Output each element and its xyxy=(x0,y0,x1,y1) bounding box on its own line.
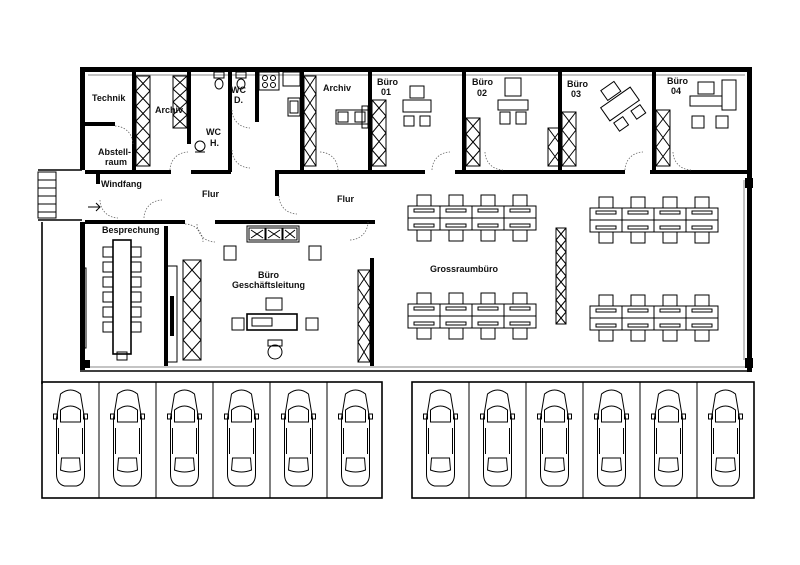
car-icon xyxy=(224,389,259,487)
car-icon xyxy=(338,389,373,487)
interior-walls xyxy=(82,72,753,368)
car-icon xyxy=(423,389,458,487)
room-label-flur-ost: Flur xyxy=(337,194,354,204)
room-label-technik: Technik xyxy=(92,93,126,103)
toilet-icon xyxy=(235,71,247,90)
room-label-buero-01: Büro xyxy=(377,77,398,87)
room-label-grossraumbuero: Grossraumbüro xyxy=(430,264,499,274)
room-label-buero-03-num: 03 xyxy=(571,89,581,99)
room-label-besprechung: Besprechung xyxy=(102,225,160,235)
office-furniture xyxy=(81,77,737,363)
car-icon xyxy=(537,389,572,487)
room-label-abstellraum-2: raum xyxy=(105,157,127,167)
open-office-desks xyxy=(407,194,719,342)
room-label-archiv-ost: Archiv xyxy=(323,83,351,93)
car-icon xyxy=(110,389,145,487)
room-label-wc-herren: WC xyxy=(206,127,221,137)
parked-cars xyxy=(53,389,743,487)
room-label-wc-herren-2: H. xyxy=(210,138,219,148)
car-icon xyxy=(594,389,629,487)
room-label-buero-04: Büro xyxy=(667,76,688,86)
room-label-buero-04-num: 04 xyxy=(671,86,681,96)
car-icon xyxy=(480,389,515,487)
stove-icon xyxy=(258,71,280,91)
room-label-geschaeftsleitung: Büro xyxy=(258,270,279,280)
room-label-wc-damen: WC xyxy=(231,85,246,95)
car-icon xyxy=(167,389,202,487)
room-label-buero-02-num: 02 xyxy=(477,88,487,98)
car-icon xyxy=(281,389,316,487)
entrance-arrow-icon xyxy=(88,202,101,212)
car-icon xyxy=(708,389,743,487)
parking-area xyxy=(41,222,755,499)
toilet-icon xyxy=(213,71,225,90)
room-label-buero-02: Büro xyxy=(472,77,493,87)
car-icon xyxy=(651,389,686,487)
room-label-abstellraum: Abstell- xyxy=(98,147,131,157)
room-label-flur-west: Flur xyxy=(202,189,219,199)
car-icon xyxy=(53,389,88,487)
room-label-archiv-west: Archiv xyxy=(155,105,183,115)
room-label-buero-01-num: 01 xyxy=(381,87,391,97)
room-label-wc-damen-2: D. xyxy=(234,95,243,105)
sink-icon xyxy=(194,140,206,153)
shelves xyxy=(135,75,671,363)
sanitary-fixtures xyxy=(194,71,301,153)
room-labels: Technik Archiv WC H. WC D. Archiv Büro 0… xyxy=(92,76,688,290)
room-label-buero-03: Büro xyxy=(567,79,588,89)
kitchen-sink-icon xyxy=(287,97,301,117)
room-label-geschaeftsleitung-2: Geschäftsleitung xyxy=(232,280,305,290)
entrance-stairs xyxy=(37,169,101,221)
room-label-windfang: Windfang xyxy=(101,179,142,189)
